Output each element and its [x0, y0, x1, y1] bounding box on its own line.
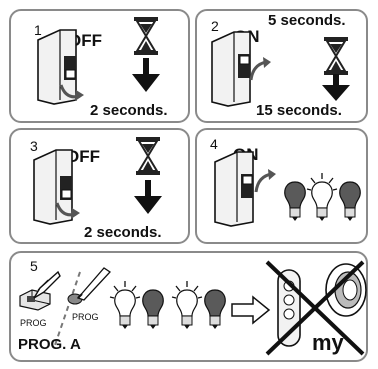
down-arrow-icon [322, 74, 350, 101]
step-duration: 2 seconds. [90, 102, 168, 119]
bulb-off-icon [284, 181, 306, 221]
step-number: 5 [30, 258, 38, 274]
rotate-arrow-icon [254, 169, 276, 193]
step-number: 2 [211, 18, 219, 34]
bulb-on-icon [306, 173, 338, 221]
breaker-off-icon [33, 149, 73, 225]
rotate-arrow-icon [55, 202, 80, 219]
breaker-on-icon [211, 31, 251, 107]
rotate-arrow-icon [59, 84, 84, 101]
step-number: 1 [34, 22, 42, 38]
hourglass-icon [134, 17, 158, 55]
step-duration: 2 seconds. [84, 224, 162, 241]
bulb-on-icon [171, 281, 203, 329]
pen-icon [76, 267, 111, 301]
bulb-off-icon [142, 289, 164, 329]
prog-button-icon [19, 289, 51, 311]
step-duration-bottom: 15 seconds. [256, 102, 342, 119]
bulb-off-icon [204, 289, 226, 329]
bulb-off-icon [339, 181, 361, 221]
down-arrow-icon [134, 180, 162, 214]
hourglass-icon [324, 37, 348, 75]
prog-caption: PROG. A [18, 336, 81, 353]
bulb-on-icon [109, 281, 141, 329]
breaker-on-icon [214, 151, 254, 227]
hourglass-icon [136, 137, 160, 175]
cross-out-icon [265, 260, 365, 356]
step-number: 4 [210, 136, 218, 152]
divider-dashed-icon [53, 271, 81, 349]
right-arrow-icon [231, 295, 271, 325]
step-state-label: OFF [66, 147, 100, 166]
press-hand-icon [33, 270, 61, 299]
remote-brand-label: my [312, 330, 344, 355]
prog-label: PROG [72, 312, 99, 322]
step-duration-top: 5 seconds. [268, 12, 346, 29]
rotate-arrow-icon [249, 57, 271, 81]
prog-label: PROG [20, 318, 47, 328]
step-number: 3 [30, 138, 38, 154]
wall-transmitter-icon [325, 263, 367, 317]
down-arrow-icon [132, 58, 160, 92]
